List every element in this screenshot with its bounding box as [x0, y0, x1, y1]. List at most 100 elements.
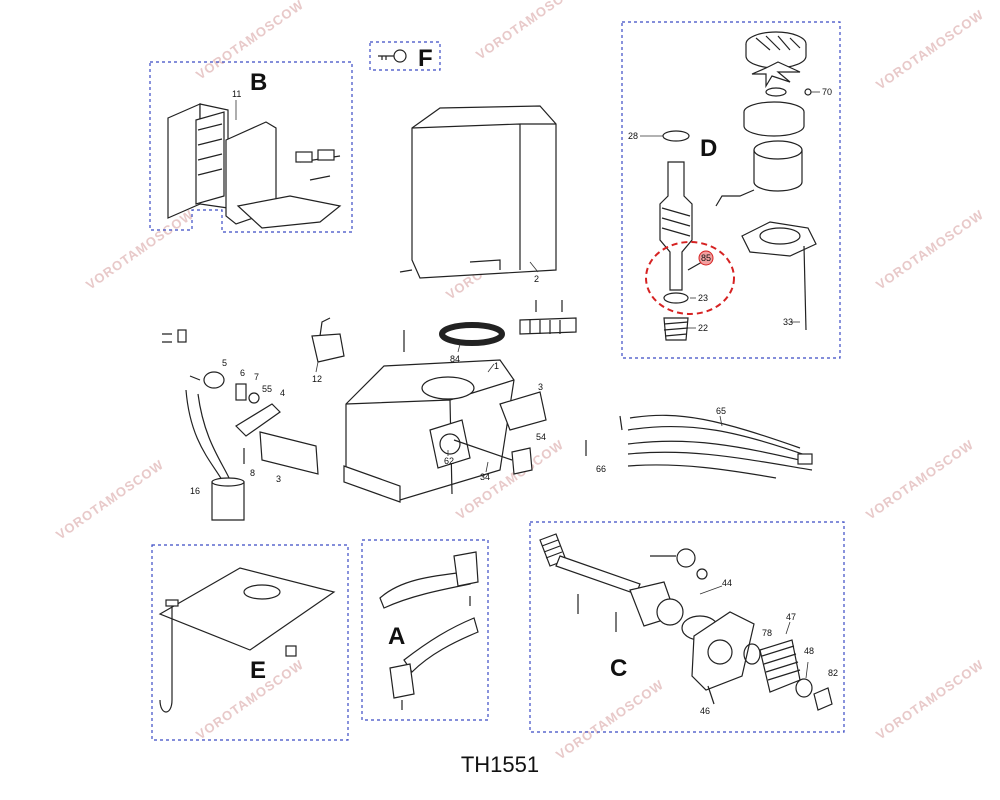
section-label-f: F — [418, 45, 433, 72]
leader-84 — [457, 343, 461, 353]
anchor-bolt — [159, 604, 173, 713]
watermark: VOROTAMOSCOW — [53, 457, 166, 543]
washer-28 — [662, 130, 690, 142]
gearbox-housing: 1 62 3 34 54 — [343, 359, 547, 503]
terminal-area: 12 84 — [162, 300, 577, 384]
section-c-frame — [529, 521, 845, 733]
shaft-pins — [577, 594, 617, 632]
part-label: 62 — [444, 456, 454, 466]
capacitor-16 — [211, 481, 245, 521]
arm-lower — [403, 617, 479, 673]
plate-slot — [243, 584, 281, 600]
part-label: 54 — [536, 432, 546, 442]
wire-2 — [627, 425, 809, 457]
spring-coils — [663, 321, 689, 337]
circuit-board — [195, 111, 225, 205]
watermark: VOROTAMOSCOW — [873, 7, 986, 93]
arm-upper-bracket — [453, 551, 479, 587]
drive-gear-47 — [759, 639, 801, 693]
section-f-frame — [369, 41, 441, 71]
model-code: TH1551 — [460, 752, 540, 777]
box-cover — [167, 103, 201, 219]
part-label: 33 — [783, 317, 793, 327]
motor-wires — [715, 189, 755, 207]
section-c-gear-assembly: C 44 46 78 47 48 82 — [529, 521, 845, 733]
section-e-base-plate: E — [151, 544, 349, 741]
watermark: VOROTAMOSCOW — [553, 677, 666, 763]
part-label: 22 — [698, 323, 708, 333]
leader-1 — [487, 363, 495, 373]
part-label: 8 — [250, 468, 255, 478]
flange-opening — [759, 227, 801, 245]
seal-78 — [743, 643, 761, 665]
pin-85 — [687, 261, 703, 271]
section-b-control-box: B 11 — [149, 61, 353, 233]
cam-7 — [248, 392, 260, 404]
part-label: 47 — [786, 612, 796, 622]
part-label: 34 — [480, 472, 490, 482]
section-d-frame — [621, 21, 841, 359]
small-screws — [162, 333, 172, 343]
part-label: 16 — [190, 486, 200, 496]
output-shaft-34 — [453, 439, 513, 461]
fan-impeller — [751, 61, 801, 89]
cover-screw — [399, 269, 413, 273]
lock-cylinder-6 — [235, 383, 247, 401]
housing-foot — [343, 465, 401, 503]
terminal-dividers — [529, 320, 561, 334]
part-label: 11 — [232, 89, 241, 99]
section-a-arm: A — [361, 539, 489, 721]
shaft-worm-thread — [661, 207, 691, 237]
highlight-marker — [698, 250, 714, 266]
part-label: 1 — [494, 361, 499, 371]
section-label-d: D — [700, 135, 717, 162]
part-label: 2 — [534, 274, 539, 284]
fan-cover-vents — [755, 35, 801, 51]
anchor-nut — [165, 599, 179, 607]
output-boss — [439, 433, 461, 455]
flange-plate — [741, 221, 817, 257]
pinion-teeth — [541, 539, 563, 559]
key-head — [393, 49, 407, 63]
washer-70 — [804, 88, 812, 96]
section-b-frame — [149, 61, 353, 233]
screw-left — [189, 375, 201, 381]
bearing-23 — [663, 292, 689, 304]
harness-plug — [797, 453, 813, 465]
part-label: 70 — [822, 87, 832, 97]
release-lever-cover-3 — [499, 391, 547, 431]
part-label: 85 — [701, 253, 711, 263]
part-label: 48 — [804, 646, 814, 656]
part-label: 3 — [276, 474, 281, 484]
section-d-motor: D 70 28 33 23 22 85 — [621, 21, 841, 359]
tie-rod-33 — [803, 245, 807, 331]
watermark: VOROTAMOSCOW — [873, 207, 986, 293]
section-e-frame — [151, 544, 349, 741]
part-label: 82 — [828, 668, 838, 678]
shaft-key-54 — [511, 447, 533, 475]
part-label: 65 — [716, 406, 726, 416]
wiring-harness: 65 66 — [585, 406, 813, 479]
highlight-circle — [645, 241, 735, 315]
leader-34 — [485, 461, 489, 473]
key-blade — [378, 55, 394, 60]
loose-nut — [285, 645, 297, 657]
watermark: VOROTAMOSCOW — [873, 657, 986, 743]
leader-44 — [699, 585, 723, 595]
circlip — [696, 568, 708, 580]
capacitor-top — [211, 477, 245, 487]
housing-opening — [421, 376, 475, 400]
watermark: VOROTAMOSCOW — [863, 437, 976, 523]
leader-2 — [529, 261, 539, 273]
leader-47 — [785, 621, 791, 635]
leader-12 — [315, 361, 319, 373]
terminal-block — [519, 317, 577, 335]
capacitor-12 — [311, 333, 345, 363]
section-f-key: F — [369, 41, 441, 72]
small-nut — [177, 329, 187, 343]
board-traces — [197, 123, 223, 176]
wire-5 — [627, 464, 777, 479]
motor-cover: 2 — [399, 105, 557, 284]
watermark: VOROTAMOSCOW — [83, 207, 196, 293]
